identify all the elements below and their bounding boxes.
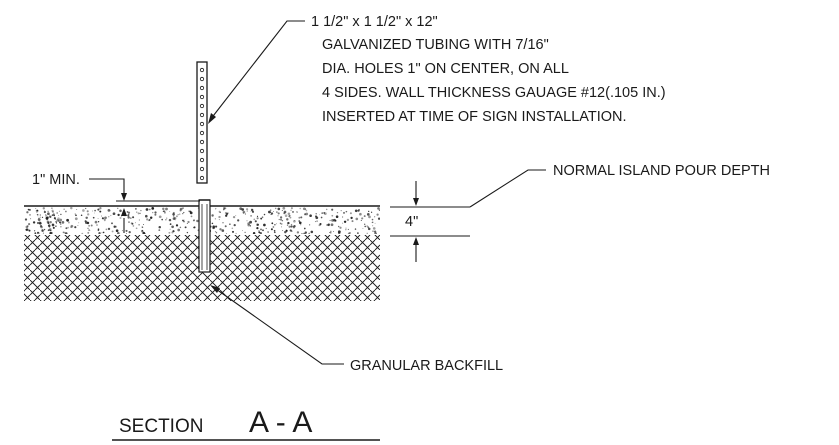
section-letters: A - A — [249, 406, 312, 439]
tubing-spec-line-3: DIA. HOLES 1" ON CENTER, ON ALL — [322, 61, 569, 77]
tubing-spec-line-1: 1 1/2" x 1 1/2" x 12" — [311, 14, 438, 30]
tubing-leader — [209, 20, 305, 121]
concrete-layer — [24, 205, 380, 234]
galvanized-tube — [196, 61, 208, 184]
tubing-callout: 1 1/2" x 1 1/2" x 12" GALVANIZED TUBING … — [311, 14, 666, 125]
backfill-leader-arrow — [210, 285, 220, 293]
min-embed-dimension: 1" MIN. — [32, 172, 200, 233]
pour-depth-leader — [469, 169, 546, 208]
pour-depth-dimension: 4" — [390, 181, 470, 262]
embedded-sleeve — [198, 199, 211, 273]
tubing-leader-arrow — [208, 113, 216, 124]
min-embed-label: 1" MIN. — [32, 172, 80, 188]
tubing-spec-line-4: 4 SIDES. WALL THICKNESS GAUAGE #12(.105 … — [322, 85, 666, 101]
backfill-leader — [215, 288, 344, 365]
tubing-spec-line-5: INSERTED AT TIME OF SIGN INSTALLATION. — [322, 109, 627, 125]
pour-depth-label: NORMAL ISLAND POUR DEPTH — [553, 163, 770, 179]
pour-depth-value: 4" — [405, 214, 418, 230]
section-word: SECTION — [119, 416, 203, 437]
section-title: SECTION A - A — [112, 406, 380, 441]
backfill-label: GRANULAR BACKFILL — [350, 358, 503, 374]
tubing-spec-line-2: GALVANIZED TUBING WITH 7/16" — [322, 37, 549, 53]
